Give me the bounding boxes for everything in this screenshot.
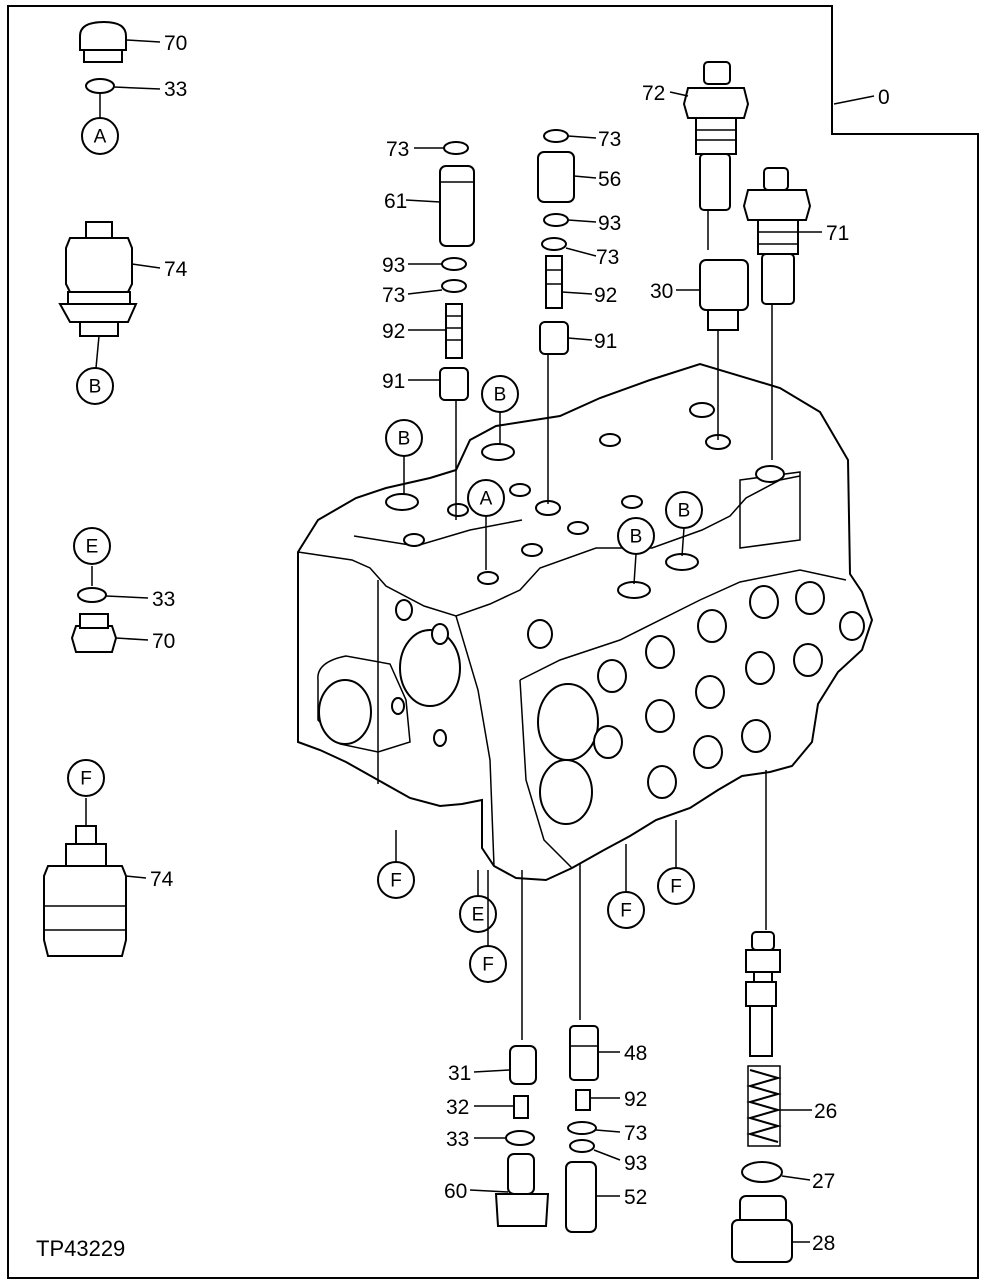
callout-48: 48: [624, 1042, 647, 1065]
connector-b-body-2: B: [481, 375, 519, 444]
connector-label: F: [482, 955, 494, 976]
callout-70-mid: 70: [152, 630, 175, 653]
callout-92-b: 92: [594, 284, 617, 307]
callout-93-a: 93: [382, 254, 405, 277]
callout-33-top: 33: [164, 78, 187, 101]
plug-70-top: [79, 20, 161, 63]
connector-f-body-2: F: [469, 870, 507, 983]
body-leader: [833, 95, 875, 105]
stack-bottom-right: [731, 770, 812, 1263]
callout-73-a: 73: [386, 138, 409, 161]
connector-e-body: E: [459, 870, 497, 933]
connector-label: F: [390, 871, 402, 892]
stack-bottom-left: [469, 870, 550, 1227]
connector-label: E: [472, 905, 485, 926]
stack-bottom-mid: [565, 864, 621, 1233]
connector-b-body-4: B: [665, 491, 703, 557]
connector-label: B: [494, 385, 507, 406]
callout-73-b: 73: [382, 284, 405, 307]
connector-label: B: [630, 527, 643, 548]
connector-label: F: [670, 877, 682, 898]
relief-valve-74-top: [58, 221, 161, 369]
callout-71: 71: [826, 222, 849, 245]
callout-74-top: 74: [164, 258, 188, 281]
connector-label: A: [480, 489, 493, 510]
callout-74-bottom: 74: [150, 868, 174, 891]
callout-70-top: 70: [164, 32, 187, 55]
connector-label: F: [620, 901, 632, 922]
callout-73-d: 73: [596, 246, 619, 269]
connector-a-left: A: [81, 117, 119, 155]
connector-b-left: B: [76, 367, 114, 405]
connector-label: B: [89, 377, 102, 398]
connector-f-body-3: F: [607, 844, 645, 929]
connector-f-body-1: F: [377, 830, 415, 899]
relief-valve-74-bottom: [43, 798, 147, 957]
control-valve-body: [297, 362, 874, 882]
callout-0: 0: [878, 86, 890, 109]
connector-label: F: [80, 769, 92, 790]
callout-56: 56: [598, 168, 621, 191]
callout-32: 32: [446, 1096, 469, 1119]
callout-91-a: 91: [382, 370, 405, 393]
relief-valve-72: [669, 61, 750, 250]
callout-93-b: 93: [598, 212, 621, 235]
callout-33-mid: 33: [152, 588, 175, 611]
o-ring-33-top: [85, 78, 161, 118]
callout-72: 72: [642, 82, 665, 105]
callout-91-b: 91: [594, 330, 617, 353]
callout-61: 61: [384, 190, 407, 213]
figure-code: TP43229: [36, 1236, 125, 1261]
figure-border: [7, 5, 979, 1279]
callout-93-c: 93: [624, 1152, 647, 1175]
stack-left-parts: [405, 141, 475, 520]
connector-a-body: A: [467, 479, 505, 570]
connector-label: A: [94, 127, 107, 148]
callout-27: 27: [812, 1170, 835, 1193]
connector-b-body-3: B: [617, 517, 655, 585]
plug-30: [676, 259, 749, 440]
callout-92-c: 92: [624, 1088, 647, 1111]
connector-label: B: [678, 501, 691, 522]
callout-73-c: 73: [598, 128, 621, 151]
callout-33-bottom: 33: [446, 1128, 469, 1151]
callout-28: 28: [812, 1232, 835, 1255]
connector-f-body-4: F: [657, 820, 695, 905]
callout-31: 31: [448, 1062, 471, 1085]
connector-label: B: [398, 429, 411, 450]
connector-label: E: [86, 537, 99, 558]
o-ring-33-mid: [77, 566, 149, 603]
callout-73-e: 73: [624, 1122, 647, 1145]
stack-right-parts: [537, 129, 597, 504]
callout-92-a: 92: [382, 320, 405, 343]
callout-30: 30: [650, 280, 673, 303]
relief-valve-71: [742, 167, 822, 460]
callout-26: 26: [814, 1100, 837, 1123]
plug-70-mid: [70, 613, 149, 653]
connector-b-body-1: B: [385, 419, 423, 494]
connector-f-left: F: [67, 759, 105, 797]
connector-e-left: E: [73, 527, 111, 565]
callout-60: 60: [444, 1180, 467, 1203]
callout-52: 52: [624, 1186, 647, 1209]
